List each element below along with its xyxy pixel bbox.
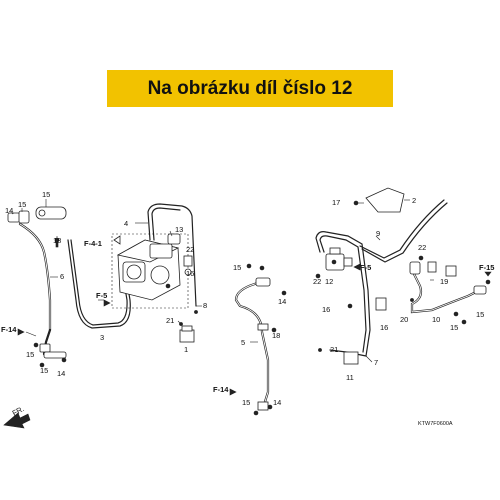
bracket-2 <box>365 187 405 213</box>
callout-22: 22 <box>418 243 426 252</box>
direction-label: FR. <box>11 404 26 418</box>
ref-f-14-bottom: F-14 <box>213 385 229 394</box>
center-hose-assembly <box>234 187 448 416</box>
callout-15: 15 <box>476 310 484 319</box>
ref-f-5-right: F-5 <box>360 263 371 272</box>
callout-15: 15 <box>40 366 48 375</box>
callout-4: 4 <box>124 219 128 228</box>
callout-22: 22 <box>313 277 321 286</box>
joint-11 <box>343 351 359 365</box>
callout-10: 10 <box>432 315 440 324</box>
callout-19: 19 <box>440 277 448 286</box>
brake-pipe-9 <box>359 199 445 259</box>
brake-pipe-7 <box>315 231 371 357</box>
ref-f-5-left: F-5 <box>96 291 107 300</box>
leader-lines <box>11 199 434 363</box>
callout-15: 15 <box>26 350 34 359</box>
callout-9: 9 <box>376 229 380 238</box>
callout-18: 18 <box>53 236 61 245</box>
callout-1: 1 <box>184 345 188 354</box>
right-hose-assembly <box>409 255 491 325</box>
callout-15: 15 <box>18 200 26 209</box>
callout-16: 16 <box>380 323 388 332</box>
callout-7: 7 <box>374 358 378 367</box>
callout-8: 8 <box>203 301 207 310</box>
diagram-code: KTW7F0600A <box>418 421 453 427</box>
front-arrow-icon <box>3 412 31 429</box>
callout-13: 13 <box>175 225 183 234</box>
callout-15: 15 <box>450 323 458 332</box>
fitting-left-joint <box>18 210 30 224</box>
callout-5: 5 <box>241 338 245 347</box>
callout-3: 3 <box>100 333 104 342</box>
callout-14: 14 <box>57 369 65 378</box>
part-number-banner: Na obrázku díl číslo 12 <box>107 70 393 107</box>
brake-pipe-3 <box>67 239 131 329</box>
callout-12: 12 <box>325 277 333 286</box>
joint-1 <box>179 329 195 343</box>
callout-11: 11 <box>346 373 354 382</box>
callout-16: 16 <box>186 269 194 278</box>
callout-6: 6 <box>60 272 64 281</box>
callout-14: 14 <box>278 297 286 306</box>
callout-15: 15 <box>42 190 50 199</box>
callout-15: 15 <box>242 398 250 407</box>
brake-hose-6 <box>18 222 52 332</box>
front-direction-indicator: FR. <box>3 404 31 429</box>
abs-modulator <box>111 203 198 343</box>
callout-18: 18 <box>272 331 280 340</box>
lower-fitting <box>39 343 51 353</box>
callout-14: 14 <box>5 206 13 215</box>
reference-labels: F-4-1 F-5 F-5 F-14 F-14 F-15 <box>1 235 494 396</box>
brake-pipe-4 <box>147 203 197 307</box>
left-hose-assembly <box>7 206 131 359</box>
callout-21: 21 <box>330 345 338 354</box>
callout-21: 21 <box>166 316 174 325</box>
callout-16: 16 <box>322 305 330 314</box>
callout-numbers: 15 14 15 18 6 15 15 14 3 4 13 22 16 8 21… <box>5 190 484 407</box>
ref-f-14-left: F-14 <box>1 325 17 334</box>
bolt-head <box>38 209 46 217</box>
callout-22: 22 <box>186 245 194 254</box>
banner-text: Na obrázku díl číslo 12 <box>147 77 353 99</box>
ref-f-15: F-15 <box>479 263 494 272</box>
lower-bolt <box>43 351 67 359</box>
callout-15: 15 <box>233 263 241 272</box>
clamp-13 <box>167 233 181 245</box>
callout-20: 20 <box>400 315 408 324</box>
callout-17: 17 <box>332 198 340 207</box>
callout-2: 2 <box>412 196 416 205</box>
callout-14: 14 <box>273 398 281 407</box>
ref-f-4-1: F-4-1 <box>84 239 102 248</box>
